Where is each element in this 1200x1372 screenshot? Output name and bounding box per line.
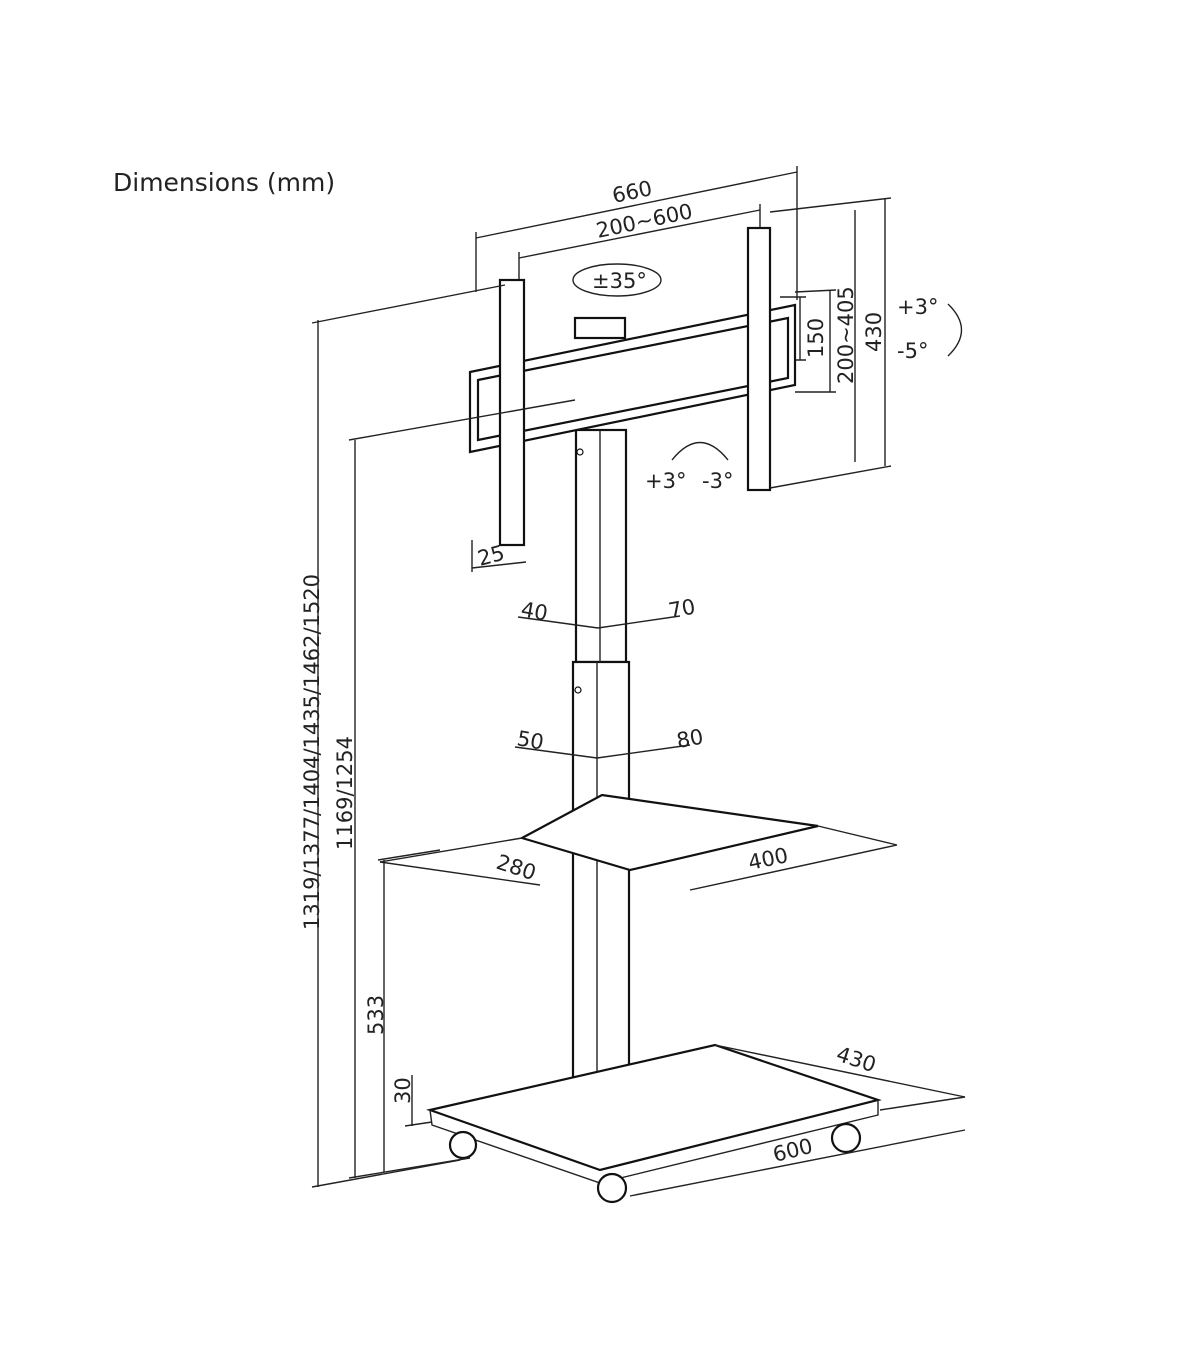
label-tilt-down: -5° xyxy=(897,339,928,363)
label-swivel: ±35° xyxy=(592,269,647,293)
label-lower-pole-depth: 50 xyxy=(515,726,545,754)
label-vesa-width: 200~600 xyxy=(594,199,695,243)
width-dimension-lines xyxy=(475,166,798,300)
diagram-title: Dimensions (mm) xyxy=(113,168,335,197)
label-total-height: 1319/1377/1404/1435/1462/1520 xyxy=(300,574,324,930)
label-level-plus: +3° xyxy=(645,469,686,493)
label-upper-pole-width: 70 xyxy=(667,595,697,623)
label-mount-height: 430 xyxy=(862,312,886,352)
swivel-arrow-icon xyxy=(572,263,662,297)
label-vesa-height: 200~405 xyxy=(834,286,858,384)
pole xyxy=(571,428,631,1096)
label-lower-pole-width: 80 xyxy=(675,725,705,753)
base xyxy=(426,1043,882,1204)
label-level-minus: -3° xyxy=(702,469,733,493)
label-base-width: 600 xyxy=(770,1134,815,1167)
label-shelf-height: 533 xyxy=(364,995,388,1035)
wall-plate xyxy=(468,226,797,547)
label-center-height: 1169/1254 xyxy=(333,736,357,850)
label-base-depth: 430 xyxy=(833,1042,879,1077)
level-arrow-icon xyxy=(671,442,729,461)
label-plate-height: 150 xyxy=(804,318,828,358)
tilt-arrow-icon xyxy=(947,303,963,357)
label-upper-pole-depth: 40 xyxy=(519,597,549,625)
label-base-height: 30 xyxy=(391,1077,415,1104)
left-height-dimension-lines xyxy=(311,284,576,1188)
label-tilt-up: +3° xyxy=(897,295,938,319)
